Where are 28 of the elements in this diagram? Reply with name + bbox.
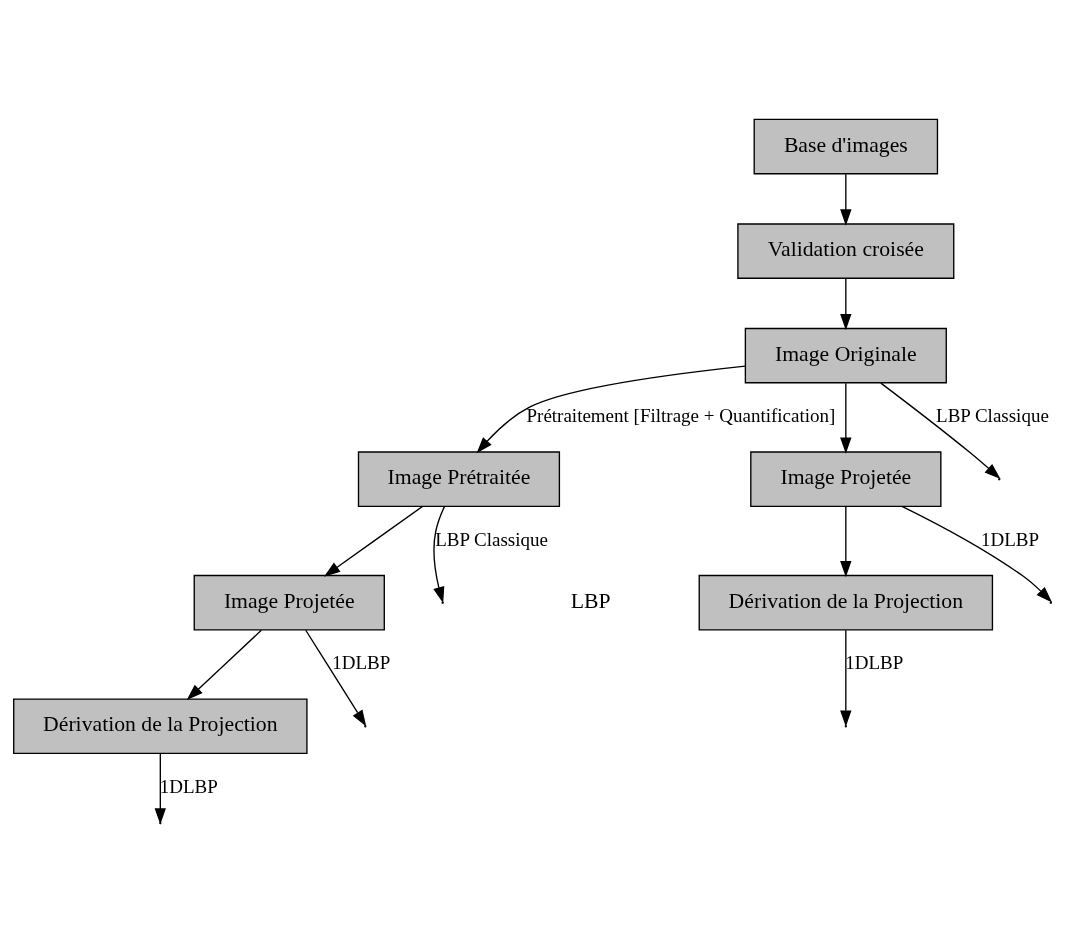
node-box: Image Originale: [744, 327, 947, 383]
arrow: [840, 277, 852, 330]
edge-label: 1DLBP: [332, 651, 391, 673]
arrow: [901, 505, 1053, 603]
edge-label: 1DLBP: [845, 651, 904, 673]
arrow: [305, 629, 367, 726]
node-box: Dérivation de la Projection: [13, 697, 308, 754]
edge-label: 1DLBP: [159, 775, 218, 797]
edge-label: LBP Classique: [435, 528, 548, 550]
node-box: Base d'images: [753, 118, 939, 174]
arrow: [476, 365, 746, 453]
node-box: Validation croisée: [737, 222, 955, 279]
edge-label: Prétraitement [Filtrage + Quantification]: [526, 404, 836, 426]
label: LBP: [570, 588, 611, 613]
arrow: [323, 505, 424, 577]
node-box: Dérivation de la Projection: [698, 574, 994, 630]
arrow: [840, 505, 852, 577]
edge-label: 1DLBP: [981, 528, 1040, 550]
arrow: [186, 629, 262, 700]
arrow: [840, 382, 852, 454]
arrow: [880, 381, 1001, 479]
arrow: [840, 172, 852, 226]
node-box: Image Prétraitée: [357, 450, 561, 507]
arrow: [433, 505, 446, 603]
node-box: Image Projetée: [750, 450, 942, 507]
arrow: [840, 629, 852, 727]
edge-label: LBP Classique: [936, 404, 1049, 426]
node-box: Image Projetée: [193, 574, 385, 630]
